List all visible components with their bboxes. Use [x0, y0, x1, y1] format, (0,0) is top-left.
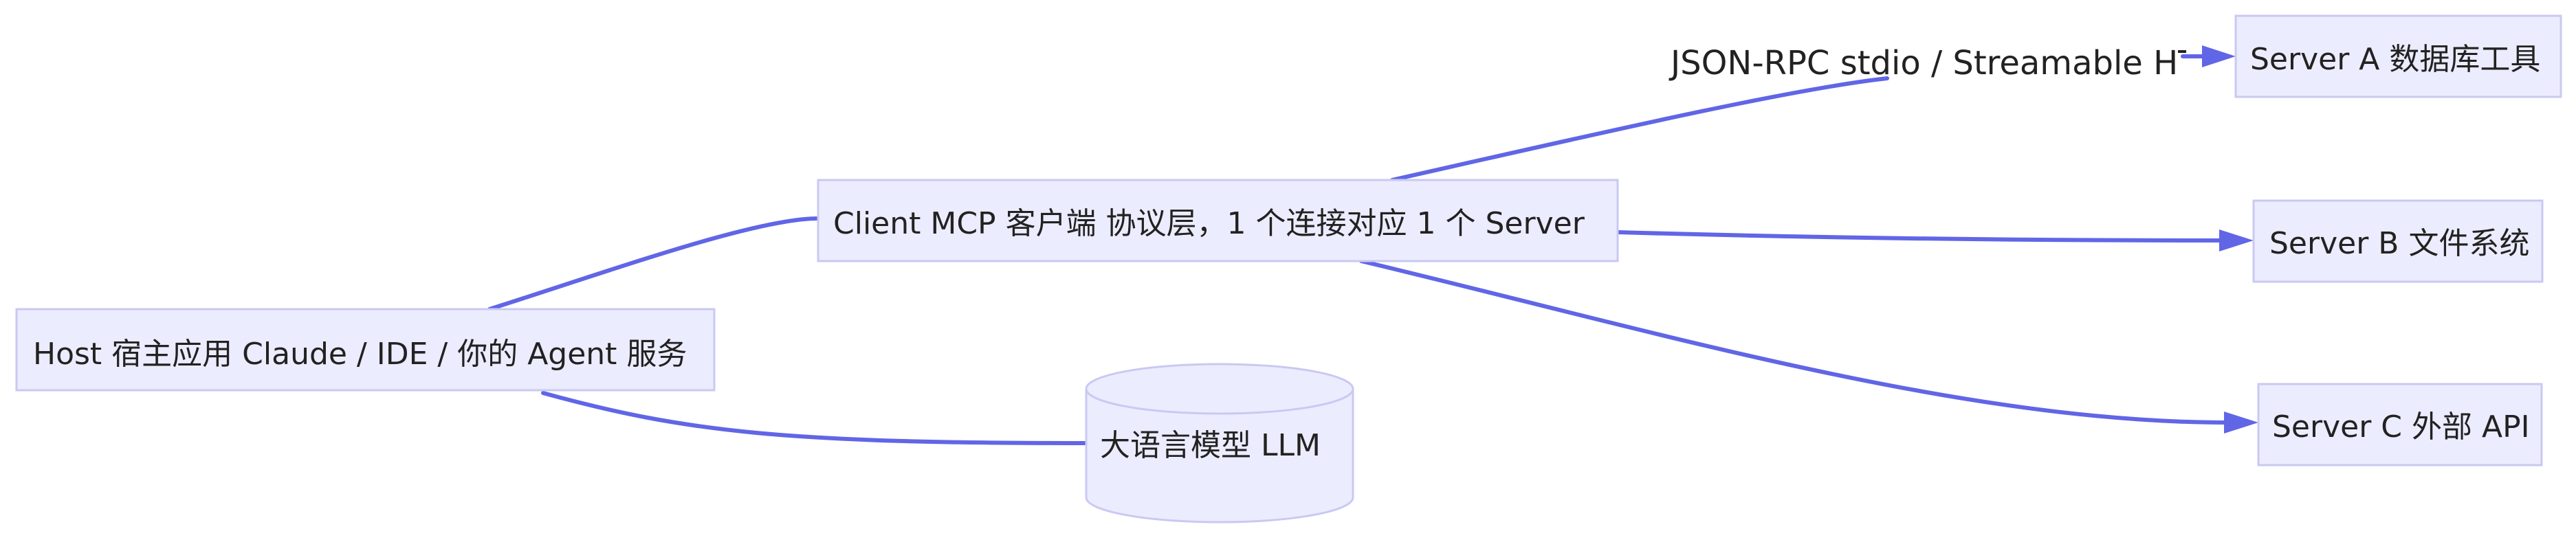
node-client-label: Client MCP 客户端 协议层，1 个连接对应 1 个 Server [833, 206, 1585, 241]
edge-client-server-b [1616, 230, 2223, 243]
edge-client-server-c-arrowhead [2224, 412, 2258, 434]
edge-label-transport: JSON-RPC stdio / Streamable HTTP [1669, 44, 2238, 82]
node-server-a: Server A 数据库工具 [2234, 14, 2562, 98]
node-server-c-label: Server C 外部 API [2272, 409, 2530, 445]
node-host: Host 宿主应用 Claude / IDE / 你的 Agent 服务 [15, 308, 716, 392]
edge-client-server-b-arrowhead [2219, 229, 2254, 251]
edge-host-llm [541, 391, 1088, 445]
node-host-label: Host 宿主应用 Claude / IDE / 你的 Agent 服务 [33, 337, 687, 372]
node-server-b-label: Server B 文件系统 [2269, 226, 2529, 261]
edge-host-client [487, 216, 820, 311]
edge-client-server-a [1390, 76, 1889, 182]
edge-client-server-a-arrowhead [2202, 45, 2236, 67]
node-server-c: Server C 外部 API [2257, 383, 2543, 466]
node-server-a-label: Server A 数据库工具 [2250, 42, 2540, 77]
node-server-b: Server B 文件系统 [2252, 199, 2544, 283]
node-client: Client MCP 客户端 协议层，1 个连接对应 1 个 Server [817, 179, 1619, 262]
edge-client-server-c [1359, 259, 2230, 425]
node-llm-label: 大语言模型 LLM [1100, 428, 1321, 463]
node-llm: 大语言模型 LLM [1085, 363, 1354, 524]
